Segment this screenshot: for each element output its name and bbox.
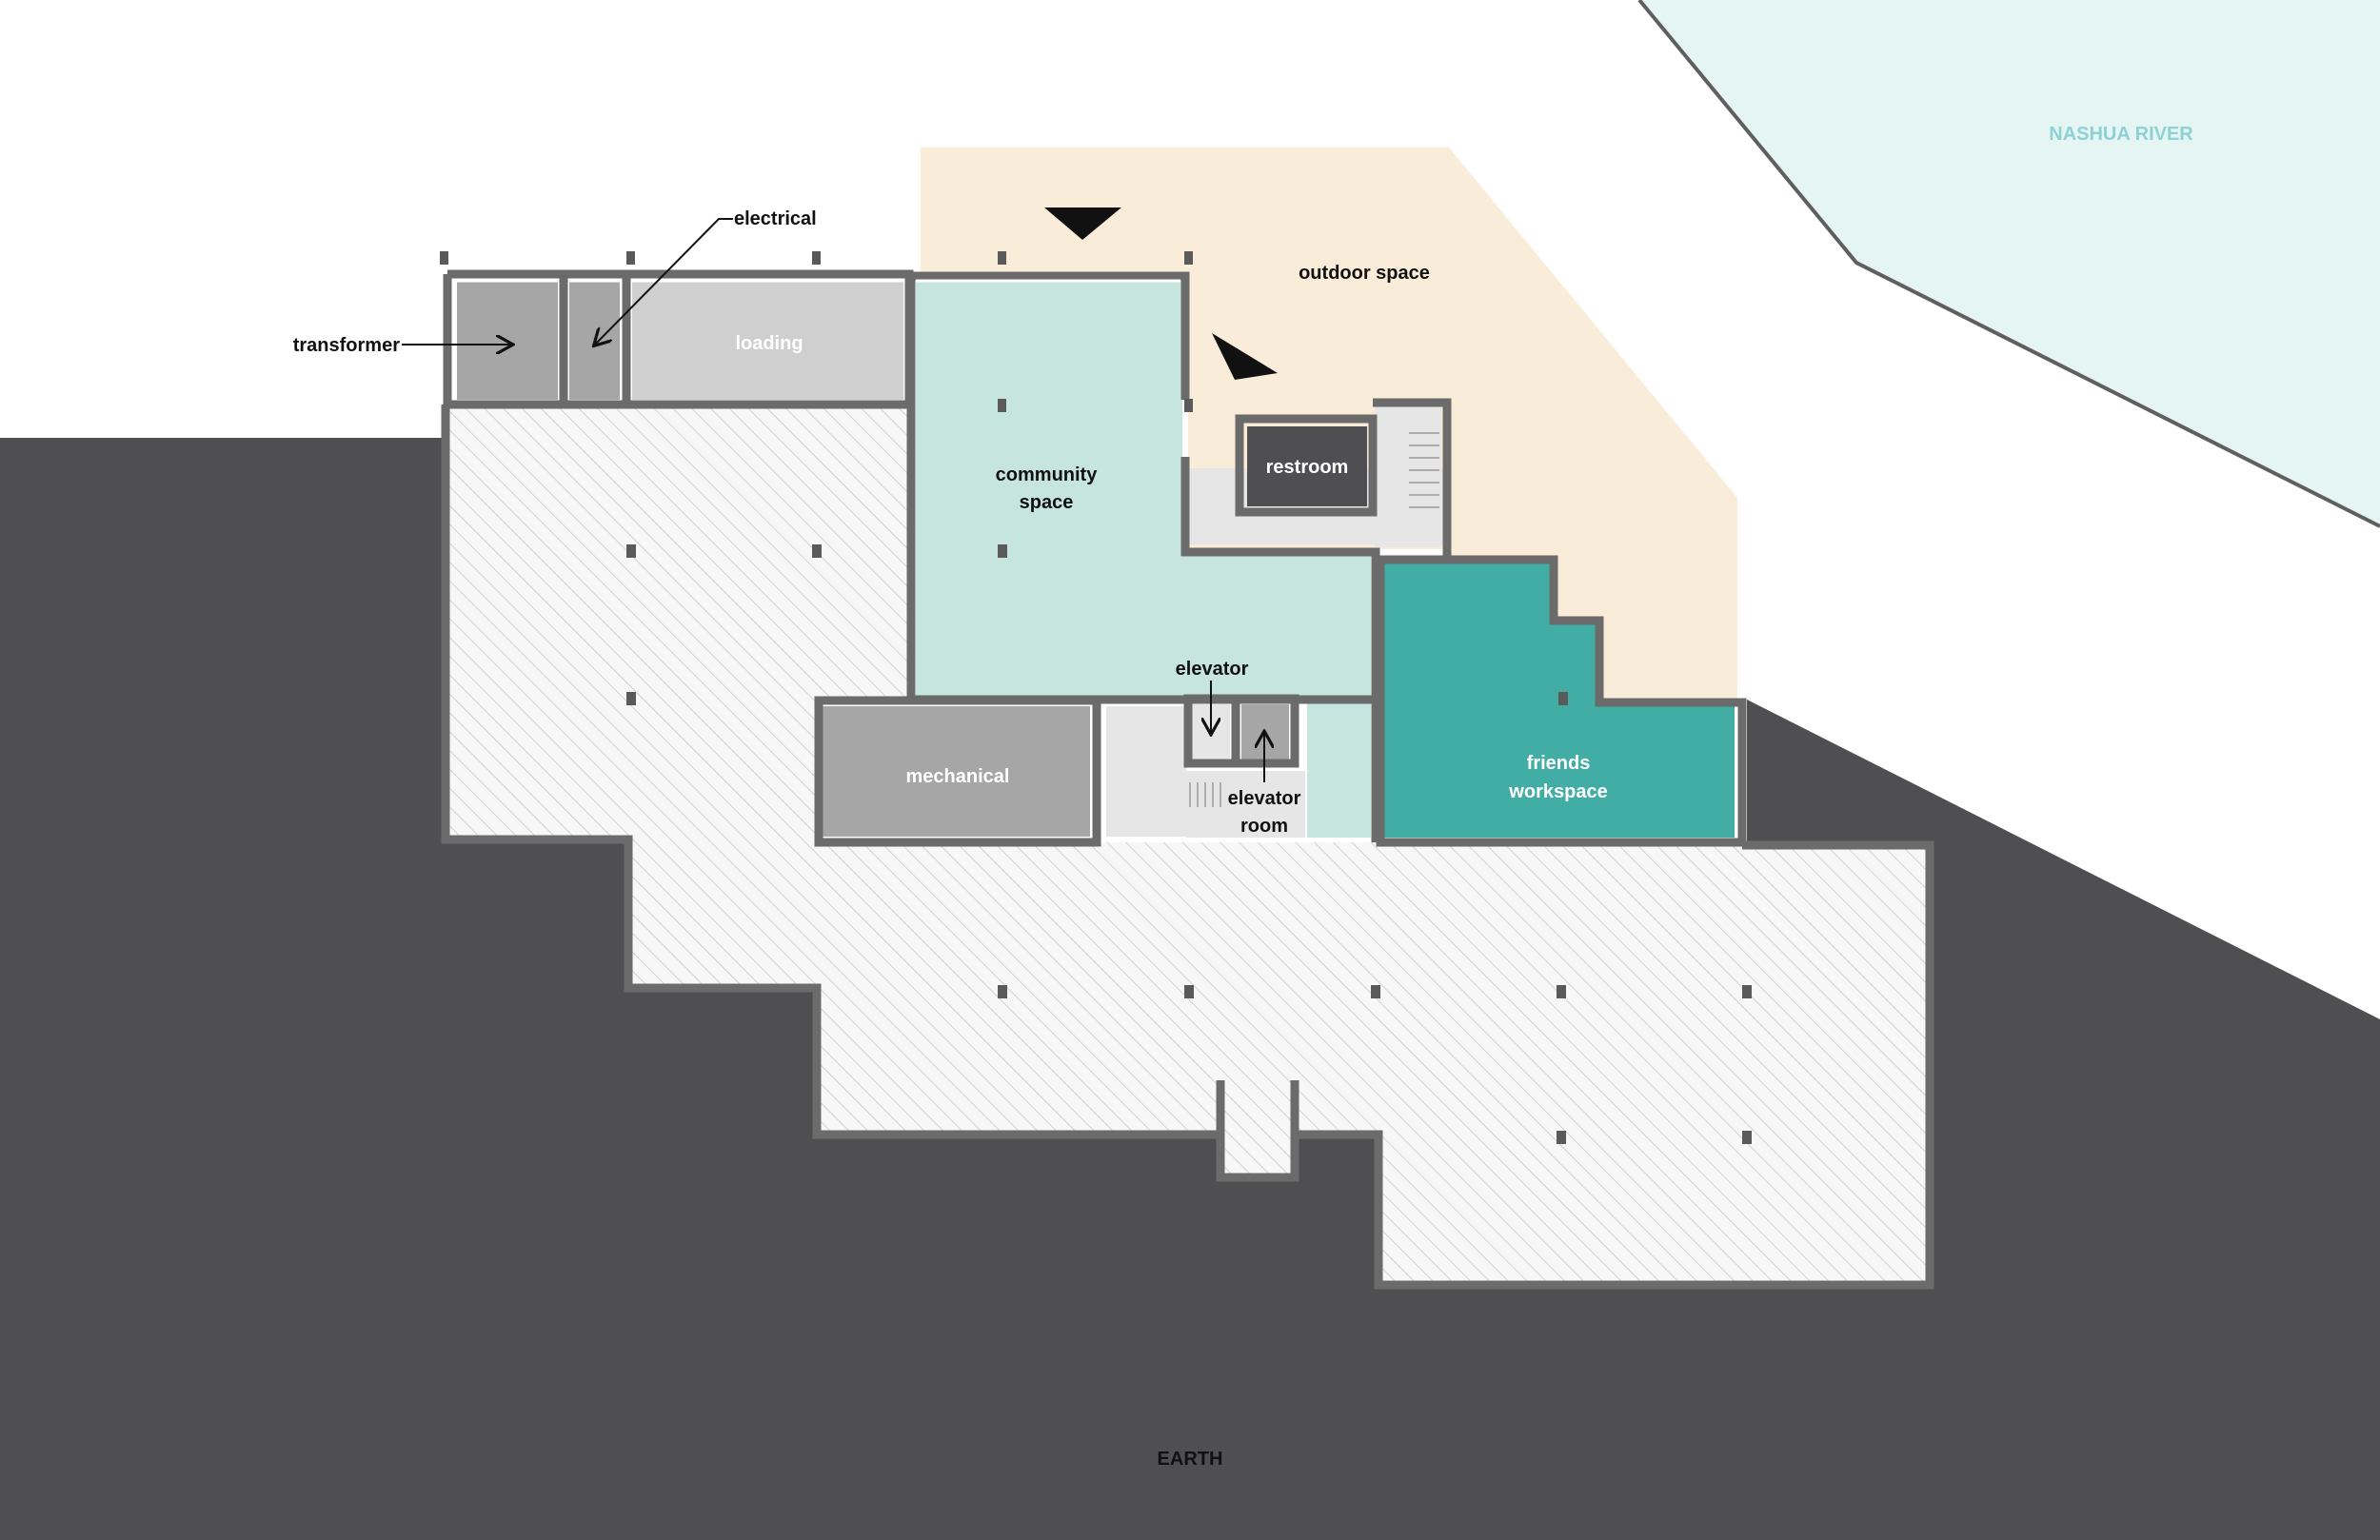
earth-label: EARTH [1158, 1449, 1223, 1470]
friends-workspace-label-line1: friends [1527, 753, 1591, 774]
wall-workspace [1376, 555, 1747, 847]
unexcavated-area [446, 405, 1930, 1283]
community-space-label-line1: community [996, 464, 1099, 485]
electrical-leader [595, 218, 733, 345]
stair-treads [1189, 432, 1439, 807]
transformer-room [457, 281, 558, 400]
nashua-river [1639, 0, 2380, 526]
wall-ramp [1216, 1080, 1299, 1182]
community-space-label-line2: space [1020, 492, 1074, 513]
friends-workspace-label-line2: workspace [1508, 781, 1607, 802]
restroom [1247, 426, 1367, 506]
mechanical-label: mechanical [906, 766, 1010, 787]
outdoor-space-label: outdoor space [1299, 263, 1430, 284]
nashua-river-label: NASHUA RIVER [2049, 124, 2193, 145]
lower-circulation [1106, 706, 1186, 837]
wall-transformer [447, 276, 909, 409]
loading-label: loading [735, 333, 803, 354]
structural-columns [440, 251, 1752, 1144]
restroom-label: restroom [1266, 457, 1349, 478]
stair-area [1375, 405, 1441, 547]
elevator-label: elevator [1176, 659, 1249, 680]
wall-restroom [1235, 414, 1378, 517]
electrical-label: electrical [734, 208, 817, 229]
river-bank-line [1637, 0, 2380, 528]
wall-elevator [1183, 694, 1299, 768]
elevator-room-label-line1: elevator [1228, 788, 1301, 809]
mechanical-room [823, 706, 1090, 837]
elevator-lobby [1186, 771, 1305, 838]
wall-stair [1373, 398, 1452, 560]
wall-mechanical [814, 696, 1101, 847]
electrical-room [569, 281, 620, 400]
entry-marker-side [1212, 333, 1278, 380]
entry-marker-top [1044, 207, 1121, 240]
transformer-label: transformer [293, 335, 400, 356]
earth-ground [0, 438, 2380, 1540]
elevator-room-label-line2: room [1240, 816, 1288, 837]
loading-room [632, 281, 903, 400]
